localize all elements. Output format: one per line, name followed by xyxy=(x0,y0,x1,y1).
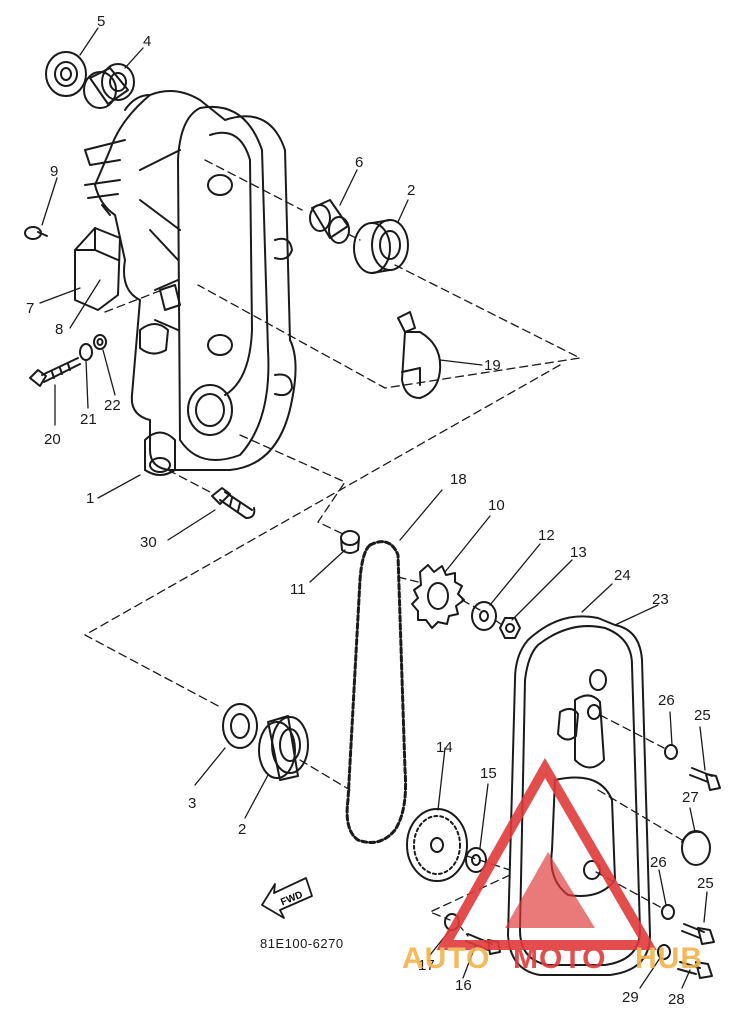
callout-c14: 14 xyxy=(436,739,453,756)
callout-c26a: 26 xyxy=(658,692,675,709)
callout-c29: 29 xyxy=(622,989,639,1006)
gasket-24 xyxy=(507,615,651,976)
callout-c9: 9 xyxy=(50,163,58,180)
washer-21 xyxy=(79,343,93,361)
callout-c2a: 2 xyxy=(407,182,415,199)
bearing-4 xyxy=(83,63,135,109)
bearing-5 xyxy=(45,51,87,97)
pad-7 xyxy=(74,227,121,311)
bearing-3 xyxy=(222,703,258,749)
washer-12 xyxy=(471,601,497,631)
callout-leaders xyxy=(39,27,708,989)
callout-c2b: 2 xyxy=(238,821,246,838)
callout-c19: 19 xyxy=(484,357,501,374)
callout-c3: 3 xyxy=(188,795,196,812)
callout-c4: 4 xyxy=(143,33,151,50)
collar-6 xyxy=(309,199,350,244)
callout-labels: 5497862192021221301810111213242326251415… xyxy=(26,13,714,1008)
watermark-triangle-inner xyxy=(505,852,595,928)
chain-18 xyxy=(345,540,407,844)
callout-c18: 18 xyxy=(450,471,467,488)
bearing-2-upper xyxy=(353,219,409,274)
callout-c6: 6 xyxy=(355,154,363,171)
callout-c11: 11 xyxy=(290,581,306,598)
callout-c26b: 26 xyxy=(650,854,667,871)
callout-c30: 30 xyxy=(140,534,157,551)
callout-c27: 27 xyxy=(682,789,699,806)
callout-c17: 17 xyxy=(418,957,435,974)
callout-c13: 13 xyxy=(570,544,587,561)
watermark: AUTO MOTO HUB xyxy=(402,757,703,975)
callout-c28: 28 xyxy=(668,991,685,1008)
bearing-2-lower xyxy=(258,715,309,781)
fwd-arrow xyxy=(261,877,313,919)
collar-11 xyxy=(340,530,360,554)
callout-c12: 12 xyxy=(538,527,555,544)
watermark-text-hub: HUB xyxy=(635,942,703,975)
bolt-30 xyxy=(211,487,256,519)
callout-c16: 16 xyxy=(455,977,472,994)
watermark-triangle-outer xyxy=(436,757,657,950)
grommet-26-lower xyxy=(661,904,675,920)
callout-c24: 24 xyxy=(614,567,631,584)
leader-lines xyxy=(84,159,683,937)
bolt-20 xyxy=(29,357,81,387)
callout-c1: 1 xyxy=(86,490,94,507)
bolt-25-lower xyxy=(681,923,715,945)
washer-22 xyxy=(93,334,107,350)
callout-c22: 22 xyxy=(104,397,121,414)
callout-c10: 10 xyxy=(488,497,505,514)
sprocket-10 xyxy=(411,564,465,629)
callout-c5: 5 xyxy=(97,13,105,30)
watermark-text-moto: MOTO xyxy=(513,942,606,975)
nut-13 xyxy=(499,617,521,639)
bolt-25-upper xyxy=(689,767,721,791)
tensioner-19 xyxy=(397,311,442,399)
bolt-28 xyxy=(677,961,713,979)
sprocket-14 xyxy=(406,808,468,882)
watermark-text-auto: AUTO xyxy=(402,942,490,975)
callout-c25a: 25 xyxy=(694,707,711,724)
callout-c25b: 25 xyxy=(697,875,714,892)
callout-c7: 7 xyxy=(26,300,34,317)
grommet-26-upper xyxy=(664,744,678,760)
callout-c15: 15 xyxy=(480,765,497,782)
callout-c8: 8 xyxy=(55,321,63,338)
plug-27 xyxy=(681,830,711,866)
chain-case-housing xyxy=(84,90,297,476)
callout-c21: 21 xyxy=(80,411,97,428)
callout-c20: 20 xyxy=(44,431,61,448)
callout-c23: 23 xyxy=(652,591,669,608)
screw-9 xyxy=(24,226,48,240)
washer-29 xyxy=(657,944,671,960)
part-code: 81E100-6270 xyxy=(260,936,344,951)
